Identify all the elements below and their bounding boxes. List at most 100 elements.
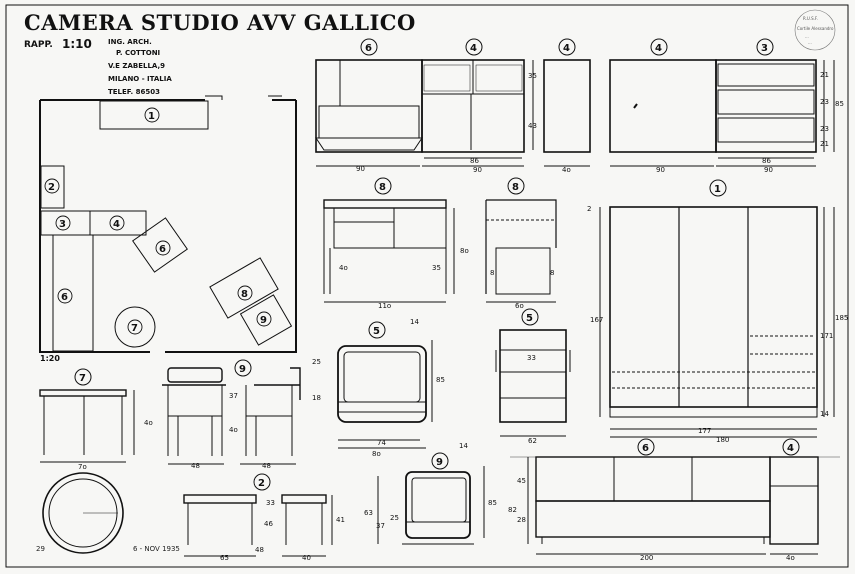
dim-label: 43: [528, 122, 537, 130]
dim-label: 85: [436, 376, 445, 384]
dim-label: 33: [266, 499, 275, 507]
dim-label: 90: [356, 165, 365, 173]
dim-label: 90: [764, 166, 773, 174]
marker-label: 5: [373, 326, 380, 337]
dim-label: 74: [377, 439, 386, 447]
marker-label: 4: [113, 219, 120, 230]
dim-label: 41: [336, 516, 345, 524]
info-line: ING. ARCH.: [108, 38, 152, 46]
scale-value: 1:10: [62, 37, 92, 51]
elevation-bed-6: 6 4 200 4o 45 82 28: [508, 438, 840, 562]
marker-label: 6: [642, 443, 649, 454]
marker-label: 4: [563, 43, 570, 54]
marker-label: 5: [526, 313, 533, 324]
dim-label: 8: [490, 269, 494, 277]
marker-label: 4: [470, 43, 477, 54]
archive-stamp: R.U.S.F. Cortile Alessandro ... ...: [794, 9, 836, 51]
plan-desk-1: [99, 100, 209, 130]
plan-chair-9: [239, 294, 293, 346]
marker-label: 9: [239, 364, 246, 375]
plan-table-8: [209, 257, 279, 319]
dim-label: 21: [820, 71, 829, 79]
dim-label: 37: [229, 392, 238, 400]
plan-bed-6: [52, 234, 94, 352]
round-table-top-view: [42, 472, 124, 554]
elevation-armchair-5: 5 74 8o 85 14 25 18: [312, 318, 445, 458]
marker-label: 9: [436, 457, 443, 468]
dim-label: 40: [302, 554, 311, 562]
plan-scale: 1:20: [40, 354, 60, 363]
marker-label: 4: [655, 43, 662, 54]
dim-label: 37: [376, 522, 385, 530]
elevation-side-cabinet: 4 4o: [543, 38, 591, 174]
dim-label: 185: [835, 314, 848, 322]
sheet-border: [5, 4, 849, 568]
dim-label: 45: [517, 477, 526, 485]
dim-label: 171: [820, 332, 833, 340]
architect-info: ING. ARCH. P. COTTONI V.E ZABELLA,9 MILA…: [108, 38, 172, 96]
dim-label: 48: [255, 546, 264, 554]
dim-label: 90: [656, 166, 665, 174]
info-line: TELEF. 86503: [108, 88, 160, 96]
dim-label: 86: [762, 157, 771, 165]
marker-label: 3: [761, 43, 768, 54]
marker-label: 6: [61, 292, 68, 303]
dim-label: 86: [470, 157, 479, 165]
dim-label: 35: [432, 264, 441, 272]
dim-label: 48: [191, 462, 200, 470]
elevation-chairs-9: 9 48 48 37 4o: [162, 359, 301, 470]
elevation-armchair-5-front: 5 33 62: [495, 308, 571, 445]
stamp-text: Cortile Alessandro: [797, 26, 834, 31]
elevation-table-7: 7 7o 4o: [39, 368, 153, 554]
plan-round-table-7: [114, 306, 156, 348]
dim-label: 14: [410, 318, 419, 326]
elevation-stools-2: 2 65 40 48 41 33 46: [183, 473, 345, 562]
scale-label: RAPP.: [24, 40, 53, 50]
elevation-bed-cabinet: 6 4 90 86 90 35 43: [315, 38, 537, 174]
dim-label: 82: [508, 506, 517, 514]
stamp-text: ...: [805, 34, 809, 39]
dim-label: 46: [264, 520, 273, 528]
dim-label: 4o: [144, 419, 153, 427]
dim-label: 14: [459, 442, 468, 450]
marker-label: 6: [159, 244, 166, 255]
dim-label: 23: [820, 125, 829, 133]
dim-label: 14: [820, 410, 829, 418]
dim-label: 167: [590, 316, 603, 324]
dim-label: 63: [364, 509, 373, 517]
marker-label: 8: [379, 182, 386, 193]
marker-label: 6: [365, 43, 372, 54]
marker-label: 2: [258, 478, 265, 489]
plan-cabinet-2: [40, 165, 65, 209]
marker-label: 7: [79, 373, 86, 384]
info-line: P. COTTONI: [116, 49, 160, 57]
info-line: MILANO - ITALIA: [108, 75, 172, 83]
dim-label: 180: [716, 436, 729, 444]
dim-label: 85: [488, 499, 497, 507]
dim-label: 4o: [786, 554, 795, 562]
dim-label: 33: [527, 354, 536, 362]
plan-wardrobe-3-4: [40, 210, 147, 236]
dim-label: 21: [820, 140, 829, 148]
dim-label: 8: [550, 269, 554, 277]
dim-label: 4o: [562, 166, 571, 174]
dim-label: 85: [835, 100, 844, 108]
drawing-date: 6 - NOV 1935: [133, 545, 180, 553]
dim-label: 90: [473, 166, 482, 174]
dim-label: 2: [587, 205, 591, 213]
dim-label: 28: [517, 516, 526, 524]
elevation-wardrobe-drawers: 4 3 90 86 90 85 21 23 23 21: [609, 38, 844, 174]
dim-label: 8o: [372, 450, 381, 458]
dim-label: 177: [698, 427, 711, 435]
marker-label: 7: [131, 323, 138, 334]
floor-plan: 1:20: [39, 95, 297, 363]
marker-label: 3: [59, 219, 66, 230]
elevation-wardrobe: 1 167 171 185 177 180 2 14: [587, 179, 848, 444]
dim-label: 23: [820, 98, 829, 106]
dim-label: 25: [390, 514, 399, 522]
plan-armchair-5: [132, 217, 188, 273]
elevation-desk: 8 11o 8o 4o 35 8 6o 8 8: [323, 177, 557, 310]
marker-label: 8: [241, 289, 248, 300]
